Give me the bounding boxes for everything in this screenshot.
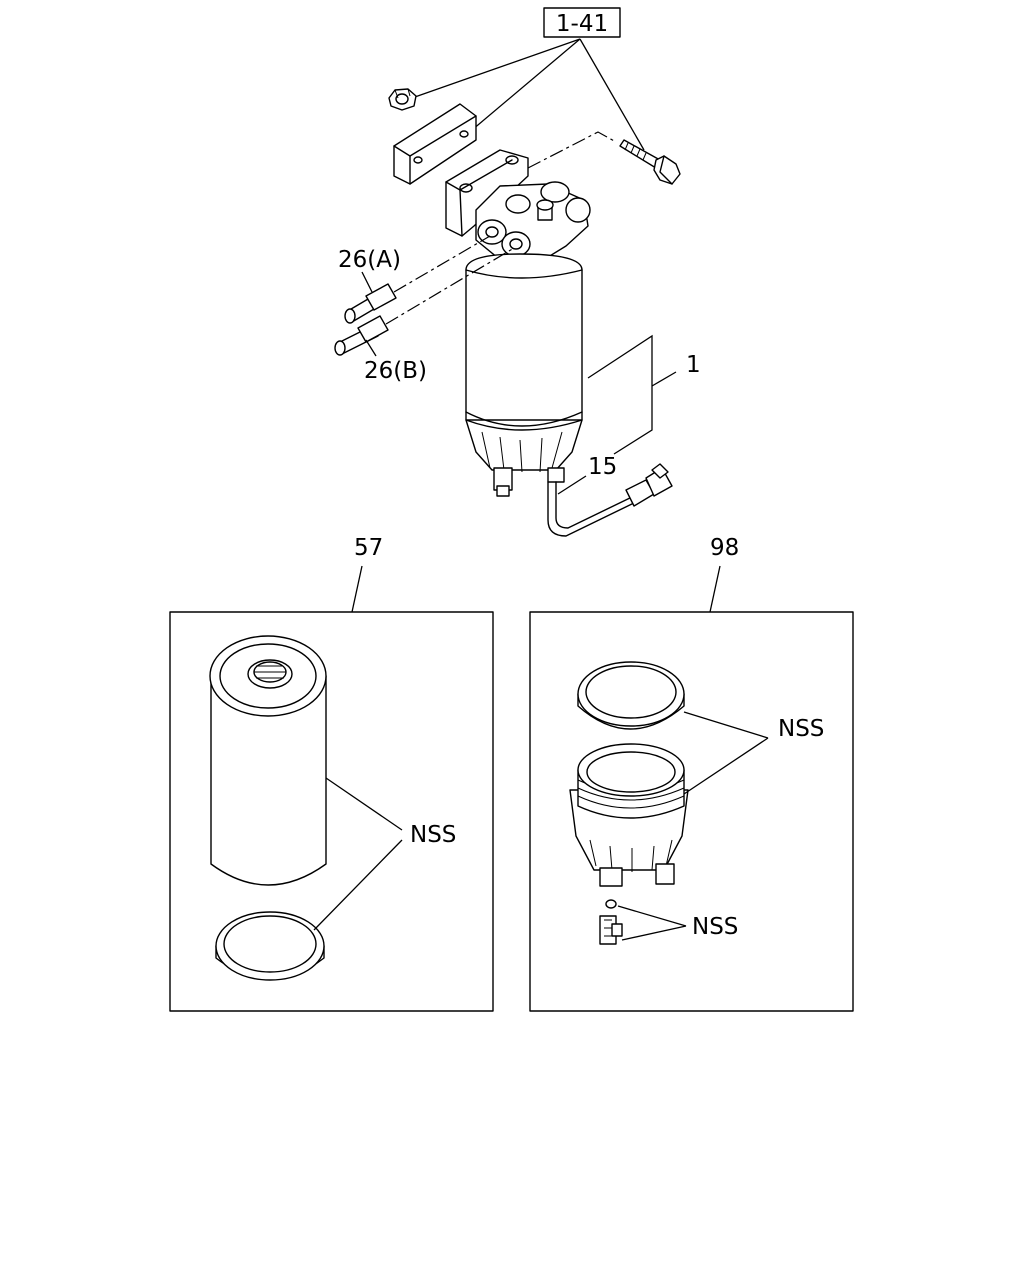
fuel-filter-assembly: 1-41 [334, 7, 701, 537]
spacer-plate-icon [393, 103, 477, 185]
fitting-26a-axis-line [393, 235, 491, 293]
callout-26a: 26(A) [338, 247, 401, 273]
callout-26a-leader [361, 271, 373, 293]
bowl-seal-ring-icon [577, 661, 685, 730]
callout-1: 1 [686, 352, 701, 378]
nss-label-right-top: NSS [778, 716, 824, 742]
nut-icon [388, 88, 417, 111]
filter-head-icon [475, 181, 591, 271]
bolt-axis-line [527, 131, 617, 169]
nss-leader-element [325, 777, 403, 831]
filter-element-icon [209, 635, 327, 886]
o-ring-icon [215, 911, 325, 981]
callout-57: 57 [354, 535, 383, 561]
callout-15: 15 [588, 454, 617, 480]
nss-leader-oring [617, 905, 687, 927]
callout-1-tick [651, 371, 677, 387]
nss-leader-ring [313, 839, 403, 931]
nss-label-left: NSS [410, 822, 456, 848]
nss-leader-bowl [683, 737, 769, 795]
callout-15-leader [557, 475, 587, 495]
fitting-26b-icon [334, 315, 389, 356]
nss-leader-seal [683, 711, 769, 739]
ref-leader-bolt [579, 38, 645, 151]
callout-98: 98 [710, 535, 739, 561]
panel-98: 98 NSS NSS [529, 535, 854, 1012]
water-bowl-icon [569, 743, 689, 887]
reference-box-label: 1-41 [556, 11, 608, 37]
ref-leader-nut [411, 38, 581, 99]
panel-57-frame [169, 611, 494, 1012]
panel-98-frame [529, 611, 854, 1012]
sensor-harness-icon [547, 463, 673, 537]
ref-leader-plate [471, 38, 581, 131]
nss-label-right-bottom: NSS [692, 914, 738, 940]
drain-valve-icon [599, 899, 623, 945]
callout-57-leader [351, 565, 363, 613]
fitting-26a-icon [344, 283, 397, 324]
callout-1-leader [587, 334, 653, 455]
callout-98-leader [709, 565, 721, 613]
panel-57: 57 NSS [169, 535, 494, 1012]
filter-body-icon [465, 253, 583, 497]
bolt-icon [619, 139, 681, 185]
callout-26b-leader [365, 339, 377, 357]
nss-leader-valve [621, 925, 687, 941]
reference-box[interactable] [543, 7, 621, 38]
callout-26b: 26(B) [364, 358, 427, 384]
